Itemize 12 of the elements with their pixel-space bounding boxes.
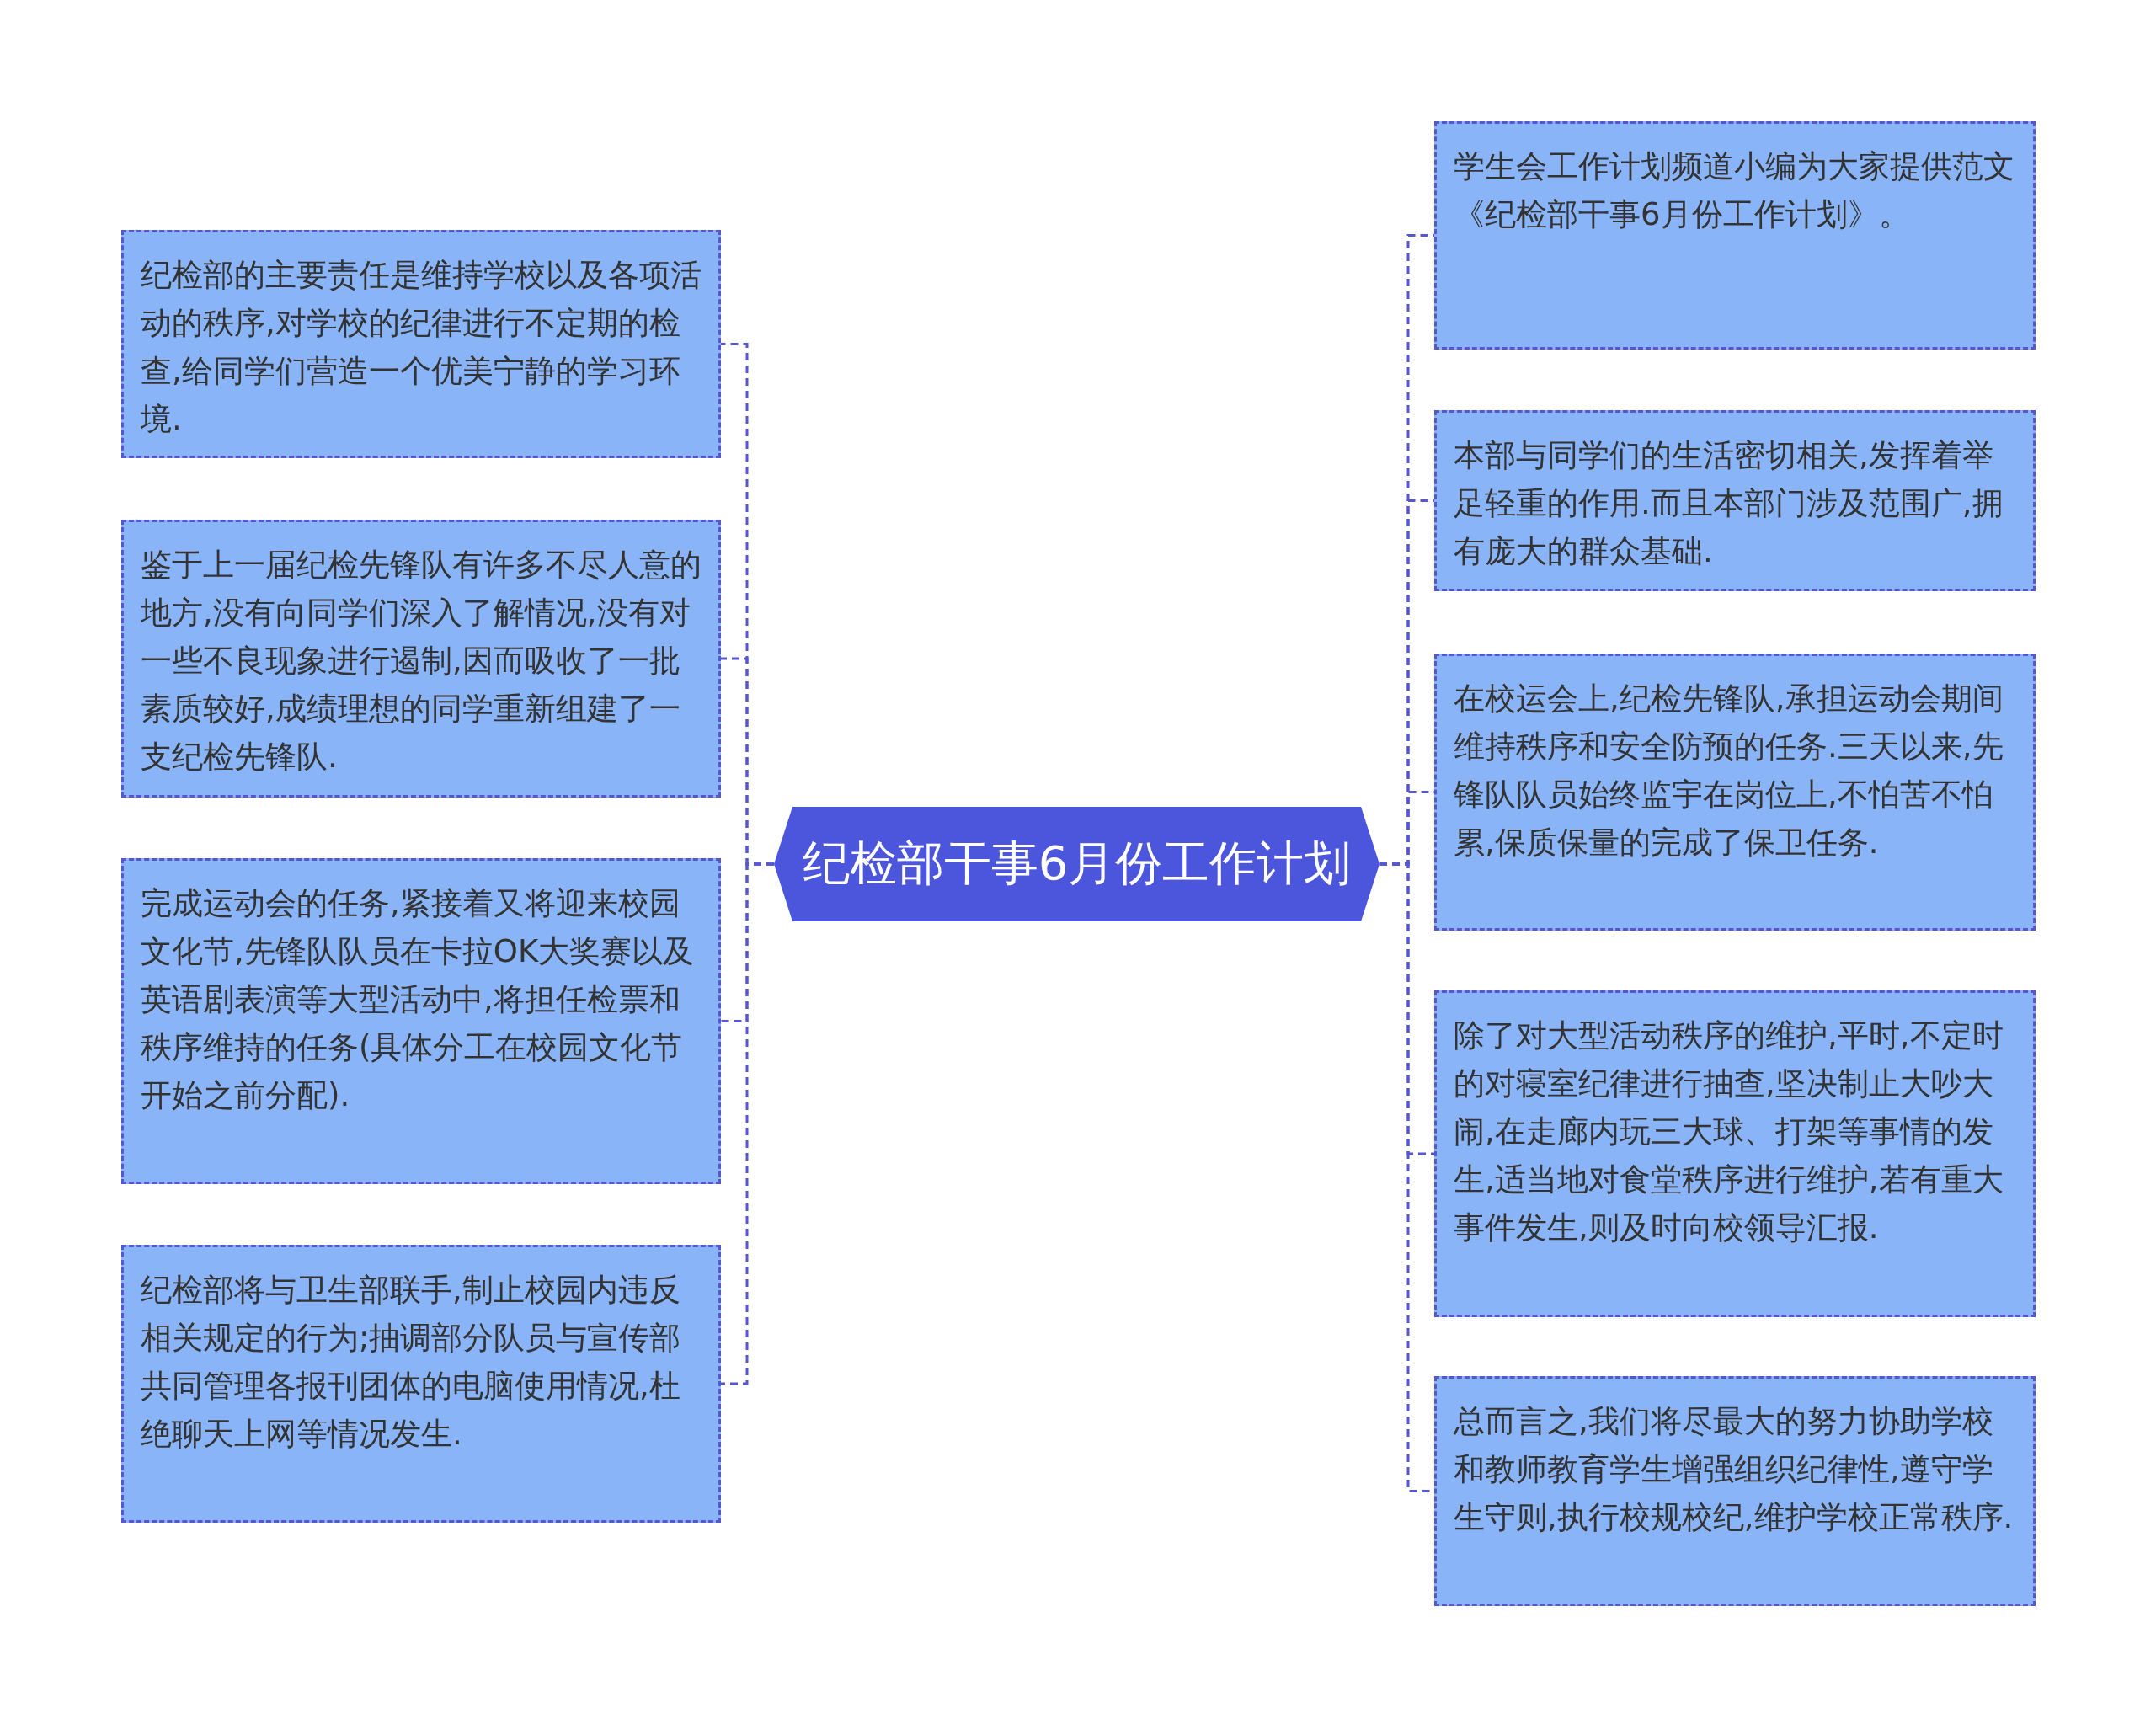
text-box: 鉴于上一届纪检先锋队有许多不尽人意的地方,没有向同学们深入了解情况,没有对一些不良现象进行遏制,因而吸收了一批素质较好,成绩理想的同学重新组建了一支纪检先锋队. (121, 520, 721, 798)
topic-text: 纪检部干事6月份工作计划 (802, 835, 1352, 892)
text-box: 纪检部将与卫生部联手,制止校园内违反相关规定的行为;抽调部分队员与宣传部共同管理各报刊团体的电脑使用情况,杜绝聊天上网等情况发生. (121, 1245, 721, 1523)
text-box: 在校运会上,纪检先锋队,承担运动会期间维持秩序和安全防预的任务.三天以来,先锋队队员始终监宇在岗位上,不怕苦不怕累,保质保量的完成了保卫任务. (1434, 654, 2036, 931)
text-box: 纪检部的主要责任是维持学校以及各项活动的秩序,对学校的纪律进行不定期的检查,给同学们营造一个优美宁静的学习环境. (121, 230, 721, 458)
text-box: 学生会工作计划频道小编为大家提供范文《纪检部干事6月份工作计划》。 (1434, 121, 2036, 350)
text-box: 总而言之,我们将尽最大的努力协助学校和教师教育学生增强组织纪律性,遵守学生守则,执行校规校纪,维护学校正常秩序. (1434, 1376, 2036, 1606)
text-box: 本部与同学们的生活密切相关,发挥着举足轻重的作用.而且本部门涉及范围广,拥有庞大的群众基础. (1434, 410, 2036, 591)
topic-hexagon (774, 807, 1380, 921)
text-box: 完成运动会的任务,紧接着又将迎来校园文化节,先锋队队员在卡拉OK大奖赛以及英语剧表演等大型活动中,将担任检票和秩序维持的任务(具体分工在校园文化节开始之前分配). (121, 858, 721, 1184)
connector-line (721, 862, 774, 1385)
text-box: 除了对大型活动秩序的维护,平时,不定时的对寝室纪律进行抽查,坚决制止大吵大闹,在走廊内玩三大球、打架等事情的发生,适当地对食堂秩序进行维护,若有重大事件发生,则及时向校领导汇报. (1434, 990, 2036, 1317)
